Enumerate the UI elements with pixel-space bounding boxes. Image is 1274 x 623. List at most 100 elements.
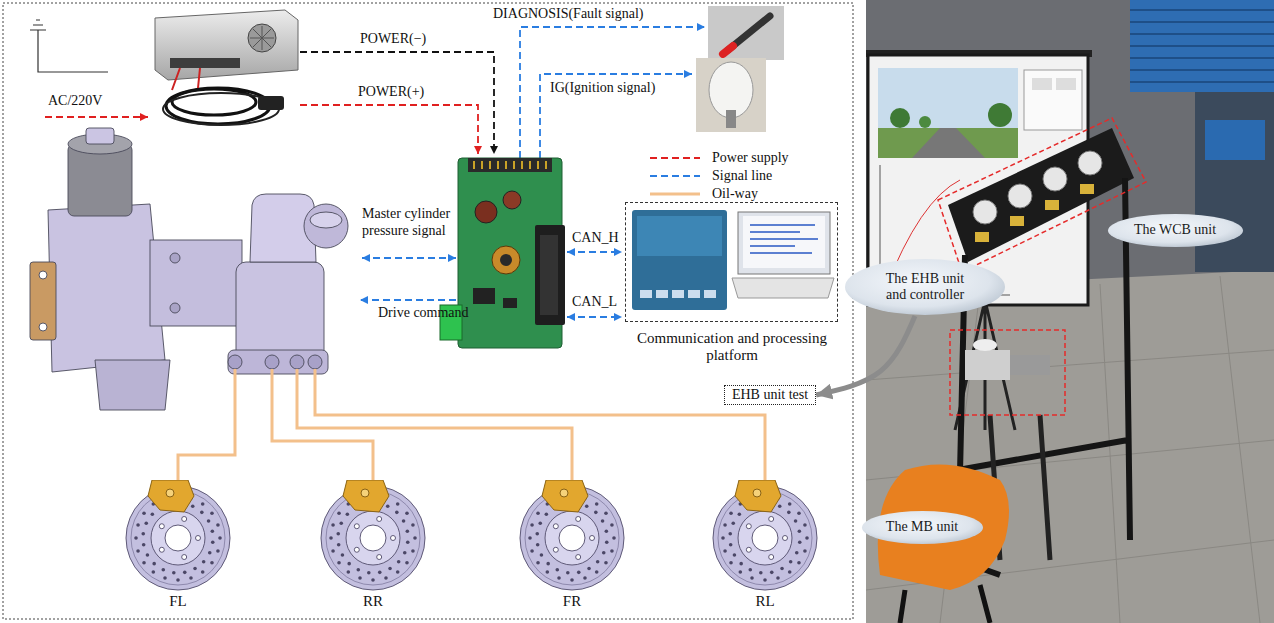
connector-arrow bbox=[816, 316, 915, 395]
brake-disc-drawing-part-part bbox=[530, 523, 534, 527]
brake-disc-drawing-part-part bbox=[210, 512, 214, 516]
brake-disc-drawing-part-part bbox=[805, 536, 809, 540]
node-text: The MB unit bbox=[886, 519, 958, 535]
brake-disc-drawing-part-part bbox=[136, 549, 140, 553]
brake-disc: FL bbox=[108, 480, 248, 610]
brake-disc-drawing-part-part bbox=[528, 536, 532, 540]
ehb-unit-illustration-part bbox=[236, 262, 324, 360]
power-supply-unit-part bbox=[250, 26, 274, 50]
power-supply-unit-part bbox=[155, 10, 298, 80]
brake-disc-drawing-part bbox=[126, 480, 230, 590]
brake-disc-drawing-part-part bbox=[405, 561, 409, 565]
brake-disc-drawing-part-part bbox=[165, 525, 191, 551]
brake-disc-drawing-part-part bbox=[787, 511, 791, 515]
brake-disc-drawing-part-part bbox=[146, 553, 150, 557]
brake-disc-drawing-part-part bbox=[723, 523, 727, 527]
signal-label: POWER(−) bbox=[360, 31, 426, 48]
brake-disc-drawing-part-part bbox=[605, 529, 609, 533]
brake-disc-drawing-part-part bbox=[361, 489, 369, 497]
brake-disc-drawing-part-part bbox=[577, 571, 581, 575]
brake-disc-drawing-part-part bbox=[739, 562, 743, 566]
ehb-unit-illustration-part bbox=[228, 355, 242, 369]
brake-disc-drawing-part-part bbox=[555, 568, 559, 572]
brake-disc-drawing-part-part bbox=[354, 547, 359, 552]
brake-disc-drawing-part-part bbox=[553, 547, 558, 552]
laptop-picture bbox=[732, 212, 834, 298]
can-device-picture-part bbox=[656, 290, 668, 298]
brake-disc-drawing bbox=[502, 480, 642, 592]
can-device-picture-part bbox=[637, 216, 722, 256]
fault-lamp-photo-part bbox=[708, 6, 784, 60]
brake-disc-drawing-part-part bbox=[367, 571, 371, 575]
brake-disc-drawing-part-part bbox=[183, 571, 187, 575]
brake-disc-drawing-part-part bbox=[553, 524, 558, 529]
ignition-key-photo bbox=[696, 58, 766, 132]
can-device-picture-part bbox=[704, 290, 716, 298]
brake-disc-drawing-part-part bbox=[377, 516, 382, 521]
brake-disc-drawing-part-part bbox=[778, 504, 782, 508]
oil-way-pipes bbox=[178, 369, 765, 480]
brake-disc-drawing-part-part bbox=[148, 480, 194, 512]
brake-disc-drawing-part-part bbox=[604, 512, 608, 516]
brake-disc-drawing-part-part bbox=[331, 549, 335, 553]
ehb-unit-illustration-part bbox=[170, 303, 180, 313]
brake-disc-drawing-part-part bbox=[386, 504, 390, 508]
brake-disc-drawing-part-part bbox=[738, 511, 792, 565]
brake-disc-drawing-part-part bbox=[585, 504, 589, 508]
ehb-unit-illustration bbox=[30, 128, 348, 410]
photo-part bbox=[938, 118, 1146, 272]
signal-label: Drive command bbox=[378, 305, 469, 322]
brake-disc-drawing-part-part bbox=[142, 512, 146, 516]
brake-disc-drawing-part-part bbox=[189, 576, 193, 580]
photo-part bbox=[1056, 78, 1076, 90]
node-text: FR bbox=[502, 592, 642, 610]
ehb-unit-illustration-part bbox=[290, 355, 304, 369]
brake-disc-drawing-part-part bbox=[803, 549, 807, 553]
brake-disc-drawing-part-part bbox=[395, 511, 399, 515]
brake-disc-drawing-part-part bbox=[343, 480, 389, 512]
platform-box: Communication and processing platform bbox=[612, 202, 852, 364]
brake-disc-drawing-part-part bbox=[356, 568, 360, 572]
brake-disc-drawing-part-part bbox=[595, 570, 599, 574]
ignition-key-photo-part bbox=[709, 62, 753, 118]
brake-disc-drawing-part-part bbox=[354, 524, 359, 529]
power-supply-unit-part bbox=[258, 96, 284, 110]
ehb-unit-illustration-part bbox=[310, 212, 342, 228]
brake-disc-drawing-part-part bbox=[216, 523, 220, 527]
brake-disc-drawing-part-part bbox=[610, 549, 614, 553]
brake-disc-drawing-part-part bbox=[210, 561, 214, 565]
photo-part bbox=[1080, 184, 1094, 194]
ehb-unit-illustration-part bbox=[308, 355, 322, 369]
brake-disc-drawing-part-part bbox=[595, 502, 599, 506]
oil-way-pipes-part bbox=[297, 369, 572, 480]
ehb-unit-illustration-part bbox=[68, 144, 132, 216]
platform-frame bbox=[625, 202, 838, 322]
brake-disc-drawing-part-part bbox=[411, 523, 415, 527]
brake-disc-drawing-part-part bbox=[746, 524, 751, 529]
photo-part bbox=[866, 270, 1274, 623]
legend-sample-part bbox=[650, 175, 700, 177]
brake-disc-drawing-part bbox=[520, 480, 624, 590]
brake-disc-drawing-part-part bbox=[331, 523, 335, 527]
controller-board-part bbox=[503, 298, 517, 308]
brake-disc-drawing-part-part bbox=[557, 576, 561, 580]
brake-disc-drawing-part-part bbox=[403, 551, 407, 555]
ehb-unit-illustration-part bbox=[228, 350, 328, 374]
ehb-unit-illustration-part bbox=[30, 262, 56, 340]
brake-disc-drawing-part-part bbox=[559, 525, 585, 551]
brake-disc-drawing-part-part bbox=[176, 578, 180, 582]
brake-disc-drawing-part-part bbox=[780, 567, 784, 571]
laptop-picture-part bbox=[738, 212, 830, 274]
brake-disc-drawing-part-part bbox=[152, 562, 156, 566]
brake-disc-drawing-part-part bbox=[604, 561, 608, 565]
photo-part bbox=[878, 128, 1018, 158]
brake-disc-drawing-part-part bbox=[729, 512, 733, 516]
brake-disc-drawing-part-part bbox=[191, 504, 195, 508]
brake-disc-drawing-part-part bbox=[763, 578, 767, 582]
controller-board-part bbox=[468, 158, 552, 172]
brake-disc-drawing-part-part bbox=[753, 489, 761, 497]
signal-wire bbox=[520, 27, 705, 158]
brake-disc-drawing-part-part bbox=[134, 536, 138, 540]
photo-part bbox=[919, 116, 931, 128]
can-device-picture-part bbox=[640, 290, 652, 298]
